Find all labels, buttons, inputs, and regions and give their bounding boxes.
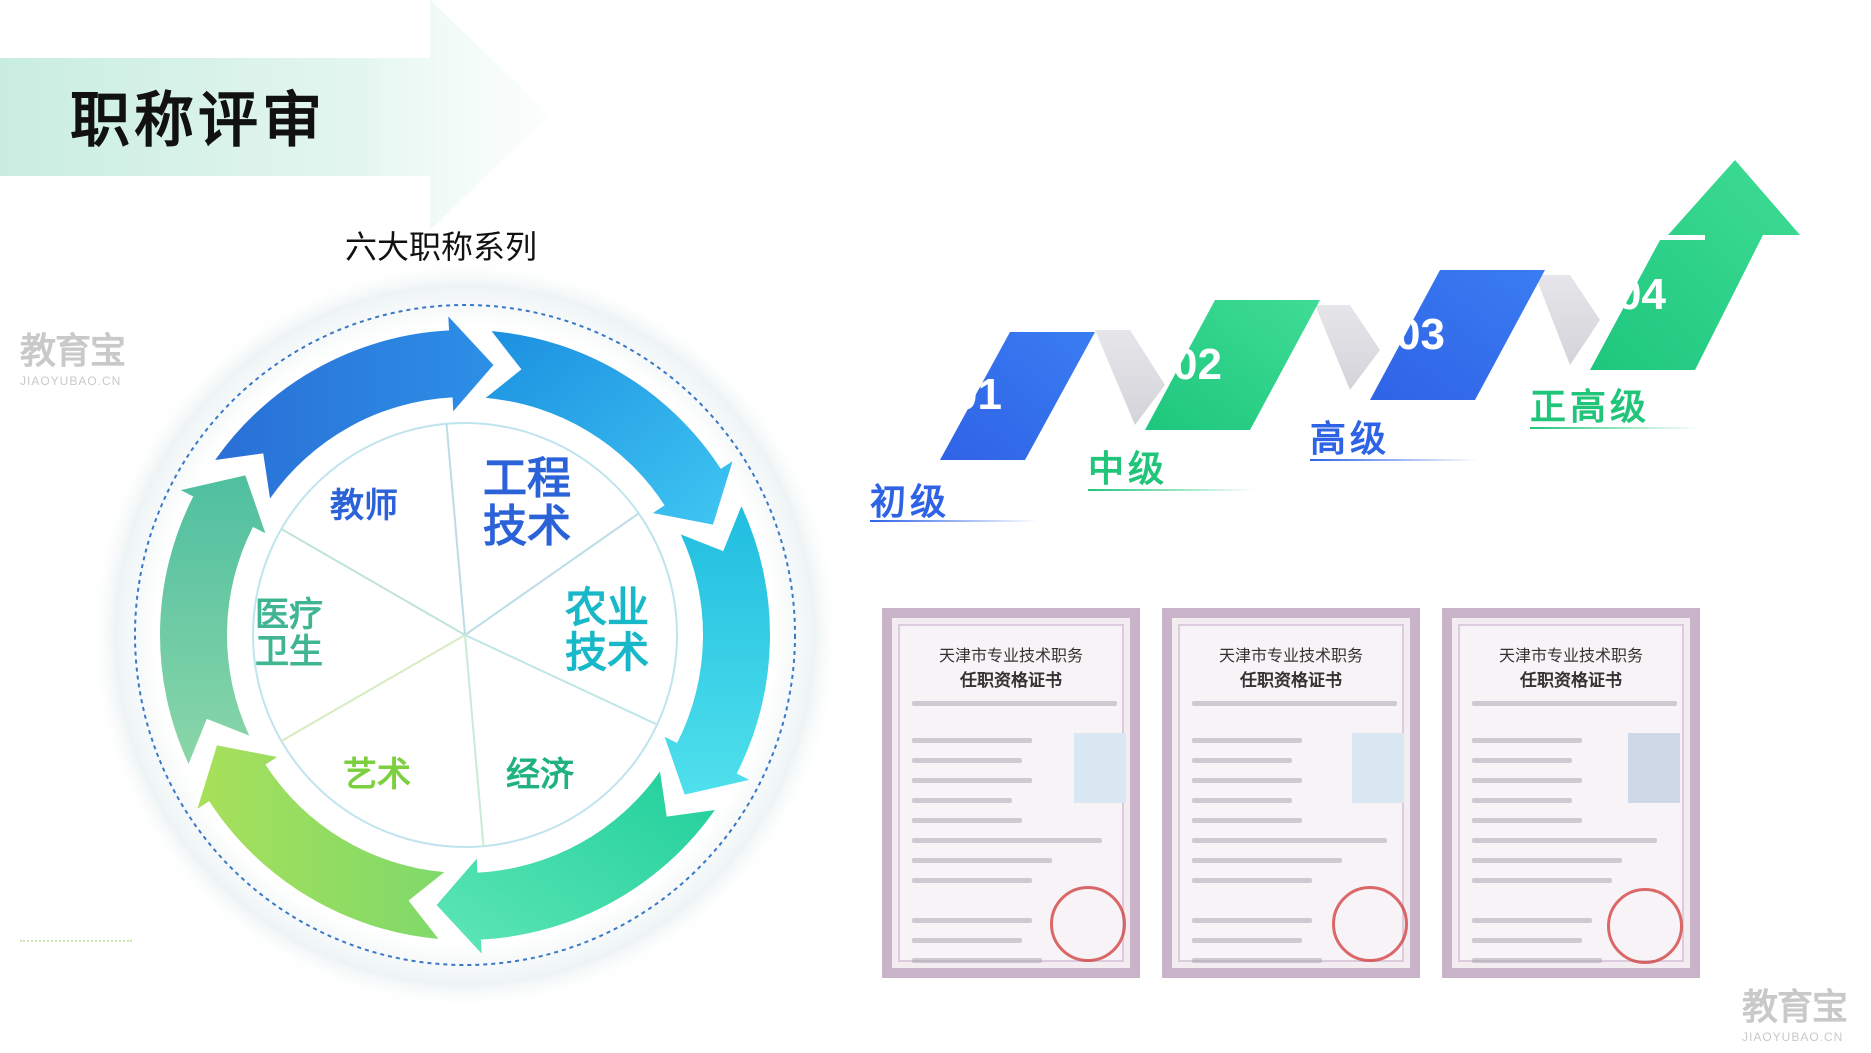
series-label: 六大职称系列 <box>345 228 538 266</box>
ring-arrow-segment <box>159 475 266 764</box>
step-04-arrow <box>1590 160 1800 370</box>
ring-arrow-segment <box>436 771 715 954</box>
official-seal <box>1050 886 1126 962</box>
level-steps <box>940 160 1800 460</box>
step-04-number: 04 <box>1617 270 1666 319</box>
pie-divider-line <box>464 634 658 726</box>
step-02-number: 02 <box>1173 340 1222 389</box>
certificate-subtitle: 任职资格证书 <box>1520 671 1622 691</box>
ring-arrow-segment <box>664 506 771 795</box>
ring-arrow-segment <box>215 316 494 499</box>
pie-dividers <box>280 423 658 847</box>
decorative-divider <box>20 940 132 942</box>
id-photo <box>1352 733 1404 803</box>
certificate-3: 天津市专业技术职务 任职资格证书 <box>1442 608 1700 978</box>
step-01-block <box>940 332 1095 460</box>
sector-medical: 医疗 卫生 <box>255 595 323 672</box>
certificate-subtitle: 任职资格证书 <box>960 671 1062 691</box>
pie-divider-line <box>464 512 640 636</box>
step-04-label: 正高级 <box>1530 387 1651 428</box>
certificate-title: 天津市专业技术职务 <box>1498 646 1643 665</box>
sector-art: 艺术 <box>343 755 411 795</box>
certificate-1: 天津市专业技术职务 任职资格证书 <box>882 608 1140 978</box>
official-seal <box>1607 888 1683 964</box>
id-photo <box>1074 733 1126 803</box>
dashed-ring <box>134 304 796 966</box>
step-03-label: 高级 <box>1310 419 1391 460</box>
certificate-subtitle: 任职资格证书 <box>1240 671 1342 691</box>
pie-divider-line <box>445 423 466 636</box>
pie-divider-line <box>464 634 485 847</box>
cycle-diagram <box>89 259 841 1011</box>
step-01-label: 初级 <box>870 482 951 523</box>
step-02-label: 中级 <box>1088 449 1169 490</box>
watermark-name: 教育宝 <box>1742 987 1848 1028</box>
watermark-url: JIAOYUBAO.CN <box>1742 1030 1844 1044</box>
title-banner <box>0 0 550 230</box>
ring-arrow-segment <box>485 331 733 525</box>
id-photo <box>1628 733 1680 803</box>
certificate-title: 天津市专业技术职务 <box>1218 646 1363 665</box>
ring-arrows <box>159 316 771 954</box>
watermark-name: 教育宝 <box>20 331 126 372</box>
step-02-block <box>1145 300 1320 430</box>
official-seal <box>1332 886 1408 962</box>
certificate-title: 天津市专业技术职务 <box>938 646 1083 665</box>
watermark-right: 教育宝 JIAOYUBAO.CN <box>1742 978 1848 1044</box>
certificate-2: 天津市专业技术职务 任职资格证书 <box>1162 608 1420 978</box>
watermark-url: JIAOYUBAO.CN <box>20 374 122 388</box>
watermark-left: 教育宝 JIAOYUBAO.CN <box>20 322 126 388</box>
page-title: 职称评审 <box>70 86 326 156</box>
sector-economy: 经济 <box>506 755 574 795</box>
step-01-number: 01 <box>953 370 1002 419</box>
step-03-number: 03 <box>1396 310 1445 359</box>
pie-divider-line <box>280 634 466 742</box>
sector-agriculture: 农业 技术 <box>565 583 650 678</box>
sector-engineering: 工程 技术 <box>483 453 571 552</box>
pie-divider-line <box>280 528 466 636</box>
ring-arrow-segment <box>197 745 445 939</box>
sector-teacher: 教师 <box>330 486 398 526</box>
step-03-block <box>1370 270 1545 400</box>
